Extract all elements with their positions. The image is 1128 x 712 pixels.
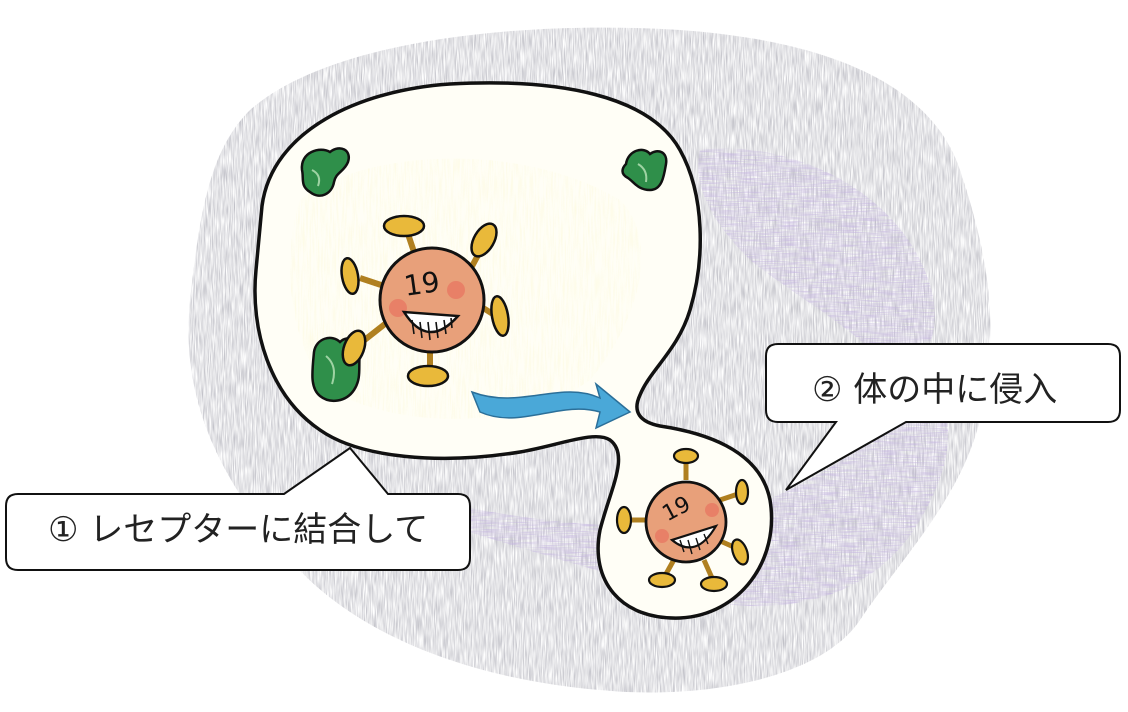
callout-label-bind-receptor: ① レセプターに結合して — [48, 510, 429, 550]
arrow-icon — [470, 381, 632, 430]
virus-icon: 19 — [615, 447, 750, 593]
virus-label: 19 — [402, 265, 442, 303]
receptor-icon — [300, 147, 351, 197]
receptor-icon — [621, 148, 668, 192]
callout-bubble-2 — [765, 343, 1121, 491]
callout-bubble-1 — [5, 446, 471, 571]
callout-label-enter-body: ② 体の中に侵入 — [812, 370, 1058, 410]
virus-icon: 19 — [340, 214, 510, 388]
